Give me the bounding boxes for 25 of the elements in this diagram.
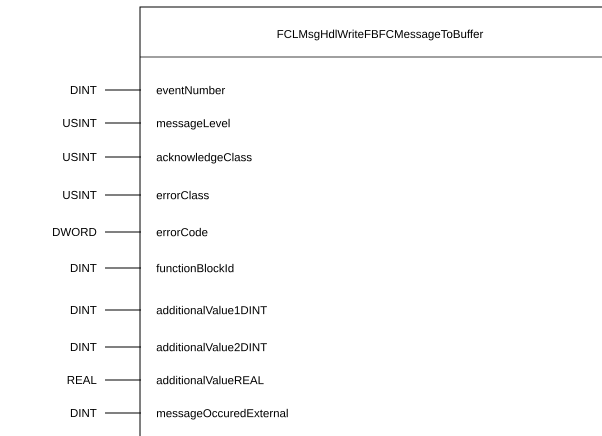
data-type: USINT bbox=[63, 118, 97, 128]
data-type: DWORD bbox=[53, 228, 96, 236]
data-type: DINT bbox=[70, 264, 97, 272]
pin-line bbox=[104, 346, 142, 348]
input-pin: functionBlockId bbox=[156, 264, 234, 272]
data-type: DINT bbox=[70, 343, 97, 351]
input-pin: additionalValue2DINT bbox=[156, 342, 267, 352]
input-pin: errorCode bbox=[156, 228, 208, 236]
pin-line bbox=[104, 194, 142, 196]
data-type: DINT bbox=[70, 409, 97, 417]
input-pin: errorClass bbox=[156, 190, 209, 200]
input-pin: additionalValueREAL bbox=[156, 376, 264, 384]
input-pin: acknowledgeClass bbox=[156, 152, 252, 164]
pin-line bbox=[104, 156, 142, 158]
input-pin: messageOccuredExternal bbox=[156, 408, 288, 420]
data-type: USINT bbox=[63, 152, 97, 162]
data-type: DINT bbox=[70, 306, 97, 314]
pin-line bbox=[104, 412, 142, 414]
input-pin: additionalValue1DINT bbox=[156, 306, 267, 314]
input-pin: eventNumber bbox=[156, 86, 226, 94]
input-pin: messageLevel bbox=[156, 118, 230, 130]
pin-line bbox=[104, 122, 142, 124]
data-type: DINT bbox=[70, 86, 97, 94]
data-type: USINT bbox=[63, 190, 97, 200]
data-type: REAL bbox=[68, 376, 96, 384]
